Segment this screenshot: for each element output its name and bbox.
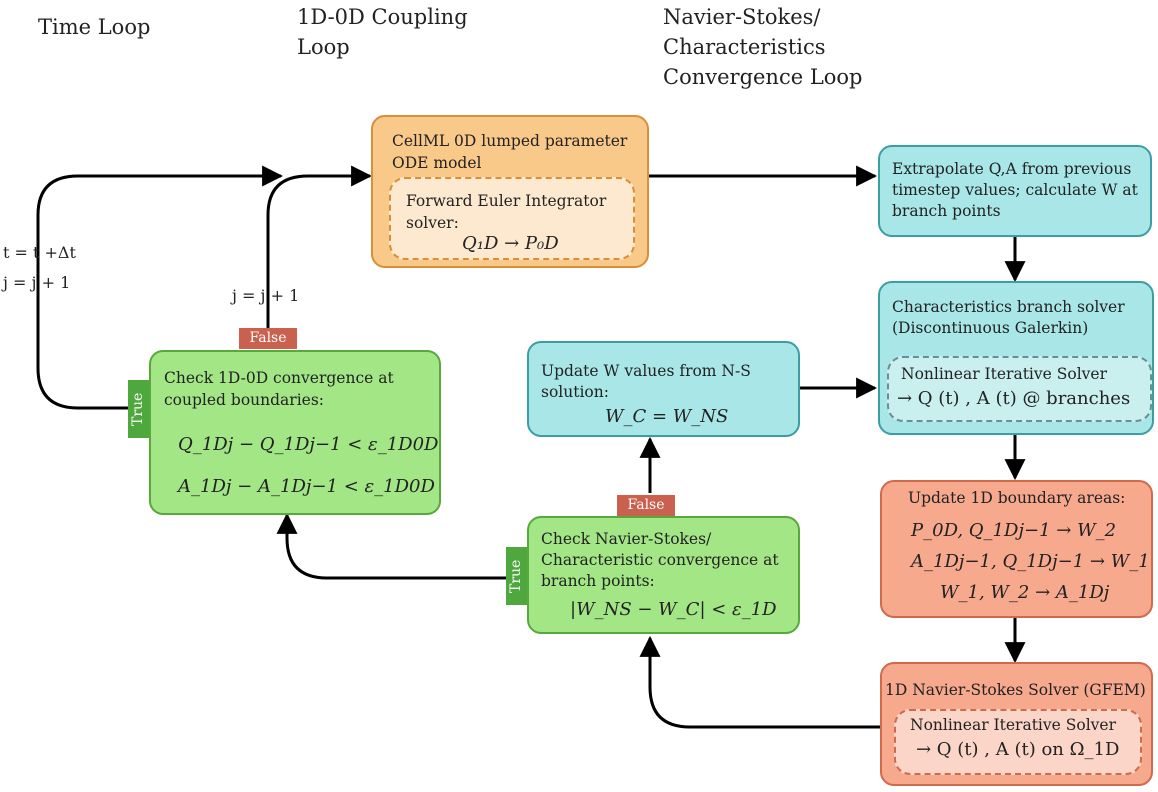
update-w-equation: W_C = W_NS xyxy=(605,406,729,427)
extrapolate-line2: timestep values; calculate W at xyxy=(892,181,1138,199)
ns-true-tag: True xyxy=(506,547,527,605)
coupling-check-line2: coupled boundaries: xyxy=(164,391,324,409)
header-ns-loop-line3: Convergence Loop xyxy=(663,65,863,89)
header-coupling-loop-line2: Loop xyxy=(297,35,350,59)
coupling-false-tag: False xyxy=(239,328,297,349)
cellml-equation: Q₁D → P₀D xyxy=(462,233,559,254)
cellml-box: CellML 0D lumped parameter ODE model For… xyxy=(371,115,649,268)
cellml-inner-line2: solver: xyxy=(406,214,459,232)
ns-solver-line1: 1D Navier-Stokes Solver (GFEM) xyxy=(885,681,1146,699)
characteristics-inner-box: Nonlinear Iterative Solver → Q (t) , A (… xyxy=(887,356,1152,422)
coupling-check-eq1: Q_1Dj − Q_1Dj−1 < ε_1D0D xyxy=(178,434,439,455)
arrow-nscheck-to-couplingcheck xyxy=(276,512,506,580)
cellml-inner-box: Forward Euler Integrator solver: Q₁D → P… xyxy=(389,177,635,260)
cellml-inner-line1: Forward Euler Integrator xyxy=(406,192,607,210)
header-coupling-loop: 1D-0D Coupling Loop xyxy=(297,2,468,62)
header-ns-loop: Navier-Stokes/ Characteristics Convergen… xyxy=(663,2,863,92)
ns-solver-inner-box: Nonlinear Iterative Solver → Q (t) , A (… xyxy=(894,709,1142,775)
header-coupling-loop-line1: 1D-0D Coupling xyxy=(297,5,468,29)
ns-false-tag: False xyxy=(617,495,675,516)
coupling-check-box: Check 1D-0D convergence at coupled bound… xyxy=(149,350,441,515)
characteristics-line2: (Discontinuous Galerkin) xyxy=(892,319,1089,337)
ns-check-line2: Characteristic convergence at xyxy=(541,551,779,569)
update-w-line1: Update W values from N-S xyxy=(541,362,751,380)
arrow-time-loop xyxy=(36,165,284,410)
ns-solver-inner-line2: → Q (t) , A (t) on Ω_1D xyxy=(916,739,1120,760)
ns-check-box: Check Navier-Stokes/ Characteristic conv… xyxy=(527,516,800,634)
boundary-box: Update 1D boundary areas: P_0D, Q_1Dj−1 … xyxy=(880,480,1153,618)
arrow-coupling-loop xyxy=(266,165,373,330)
cellml-line1: CellML 0D lumped parameter xyxy=(392,132,628,150)
update-w-line2: solution: xyxy=(541,383,609,401)
characteristics-inner-line1: Nonlinear Iterative Solver xyxy=(901,365,1107,383)
characteristics-box: Characteristics branch solver (Discontin… xyxy=(878,281,1154,435)
ns-check-equation: |W_NS − W_C| < ε_1D xyxy=(570,599,777,620)
boundary-eq3: W_1, W_2 → A_1Dj xyxy=(940,582,1110,603)
j-update-mid-label: j = j + 1 xyxy=(232,286,300,305)
time-update-label: t = t +Δt xyxy=(3,243,76,262)
cellml-line2: ODE model xyxy=(392,154,482,172)
update-w-box: Update W values from N-S solution: W_C =… xyxy=(527,341,800,437)
coupling-true-tag: True xyxy=(128,380,149,438)
ns-check-line1: Check Navier-Stokes/ xyxy=(541,530,712,548)
arrow-nssolver-to-nscheck xyxy=(639,635,880,729)
header-ns-loop-line1: Navier-Stokes/ xyxy=(663,5,821,29)
boundary-line1: Update 1D boundary areas: xyxy=(908,489,1126,507)
ns-check-line3: branch points: xyxy=(541,572,655,590)
coupling-check-eq2: A_1Dj − A_1Dj−1 < ε_1D0D xyxy=(178,476,435,497)
coupling-check-line1: Check 1D-0D convergence at xyxy=(164,369,394,387)
characteristics-line1: Characteristics branch solver xyxy=(892,298,1125,316)
boundary-eq1: P_0D, Q_1Dj−1 → W_2 xyxy=(911,520,1117,541)
characteristics-inner-line2: → Q (t) , A (t) @ branches xyxy=(897,388,1131,409)
ns-solver-box: 1D Navier-Stokes Solver (GFEM) Nonlinear… xyxy=(880,662,1153,786)
ns-solver-inner-line1: Nonlinear Iterative Solver xyxy=(910,716,1116,734)
header-ns-loop-line2: Characteristics xyxy=(663,35,826,59)
extrapolate-line1: Extrapolate Q,A from previous xyxy=(892,160,1132,178)
extrapolate-box: Extrapolate Q,A from previous timestep v… xyxy=(878,145,1152,237)
boundary-eq2: A_1Dj−1, Q_1Dj−1 → W_1 xyxy=(911,551,1150,572)
j-update-left-label: j = j + 1 xyxy=(3,273,71,292)
header-time-loop: Time Loop xyxy=(38,15,151,39)
extrapolate-line3: branch points xyxy=(892,202,1001,220)
